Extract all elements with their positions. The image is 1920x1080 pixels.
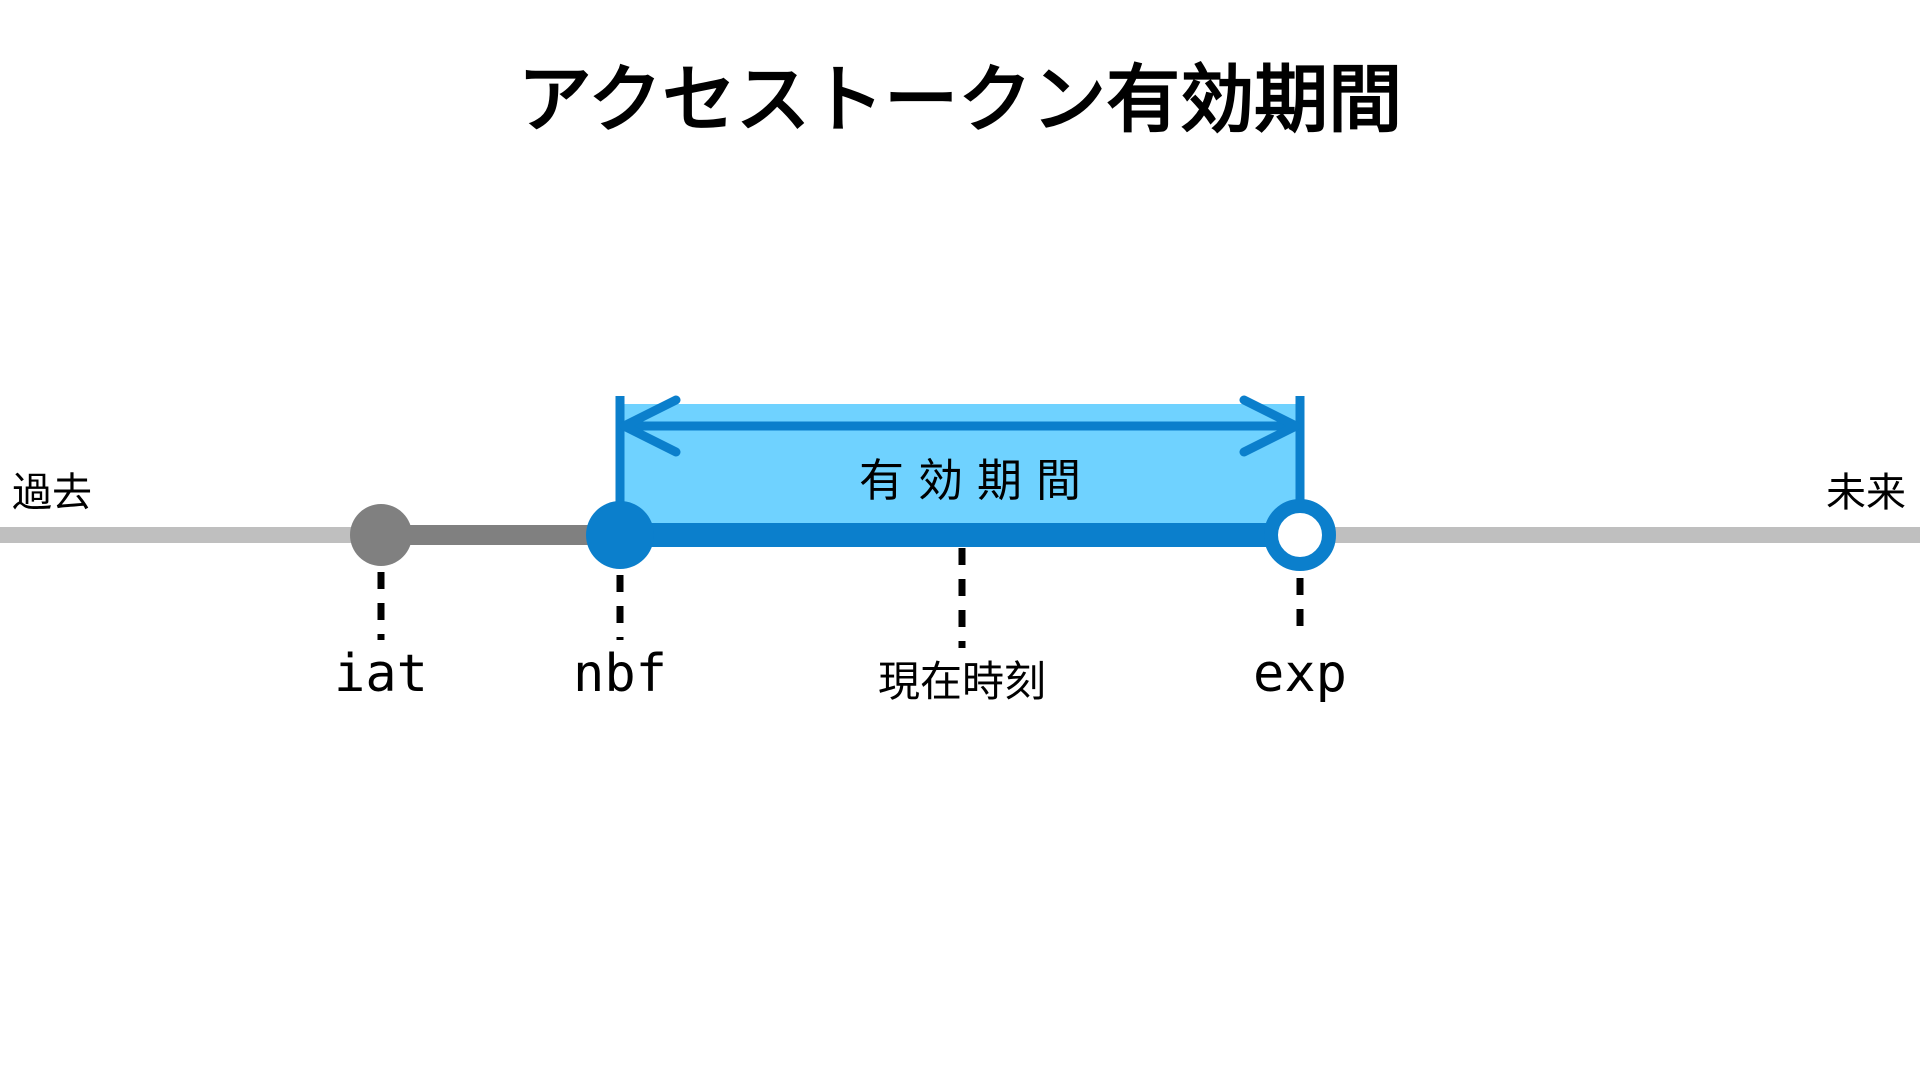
- marker-label-iat: iat: [334, 644, 428, 704]
- marker-nbf-dot: [586, 501, 654, 569]
- marker-label-exp: exp: [1253, 644, 1347, 704]
- axis-label-future: 未来: [1826, 470, 1906, 516]
- marker-exp-ring: [1264, 499, 1336, 571]
- marker-iat-dot: [350, 504, 412, 566]
- marker-label-now: 現在時刻: [877, 657, 1047, 706]
- axis-label-past: 過去: [12, 470, 92, 516]
- validity-band-label: 有効期間: [858, 454, 1095, 507]
- span-arrow-head-right: [1239, 395, 1301, 457]
- span-arrow-head-left: [619, 395, 681, 457]
- marker-label-nbf: nbf: [573, 644, 667, 704]
- page-title: アクセストークン有効期間: [517, 57, 1403, 143]
